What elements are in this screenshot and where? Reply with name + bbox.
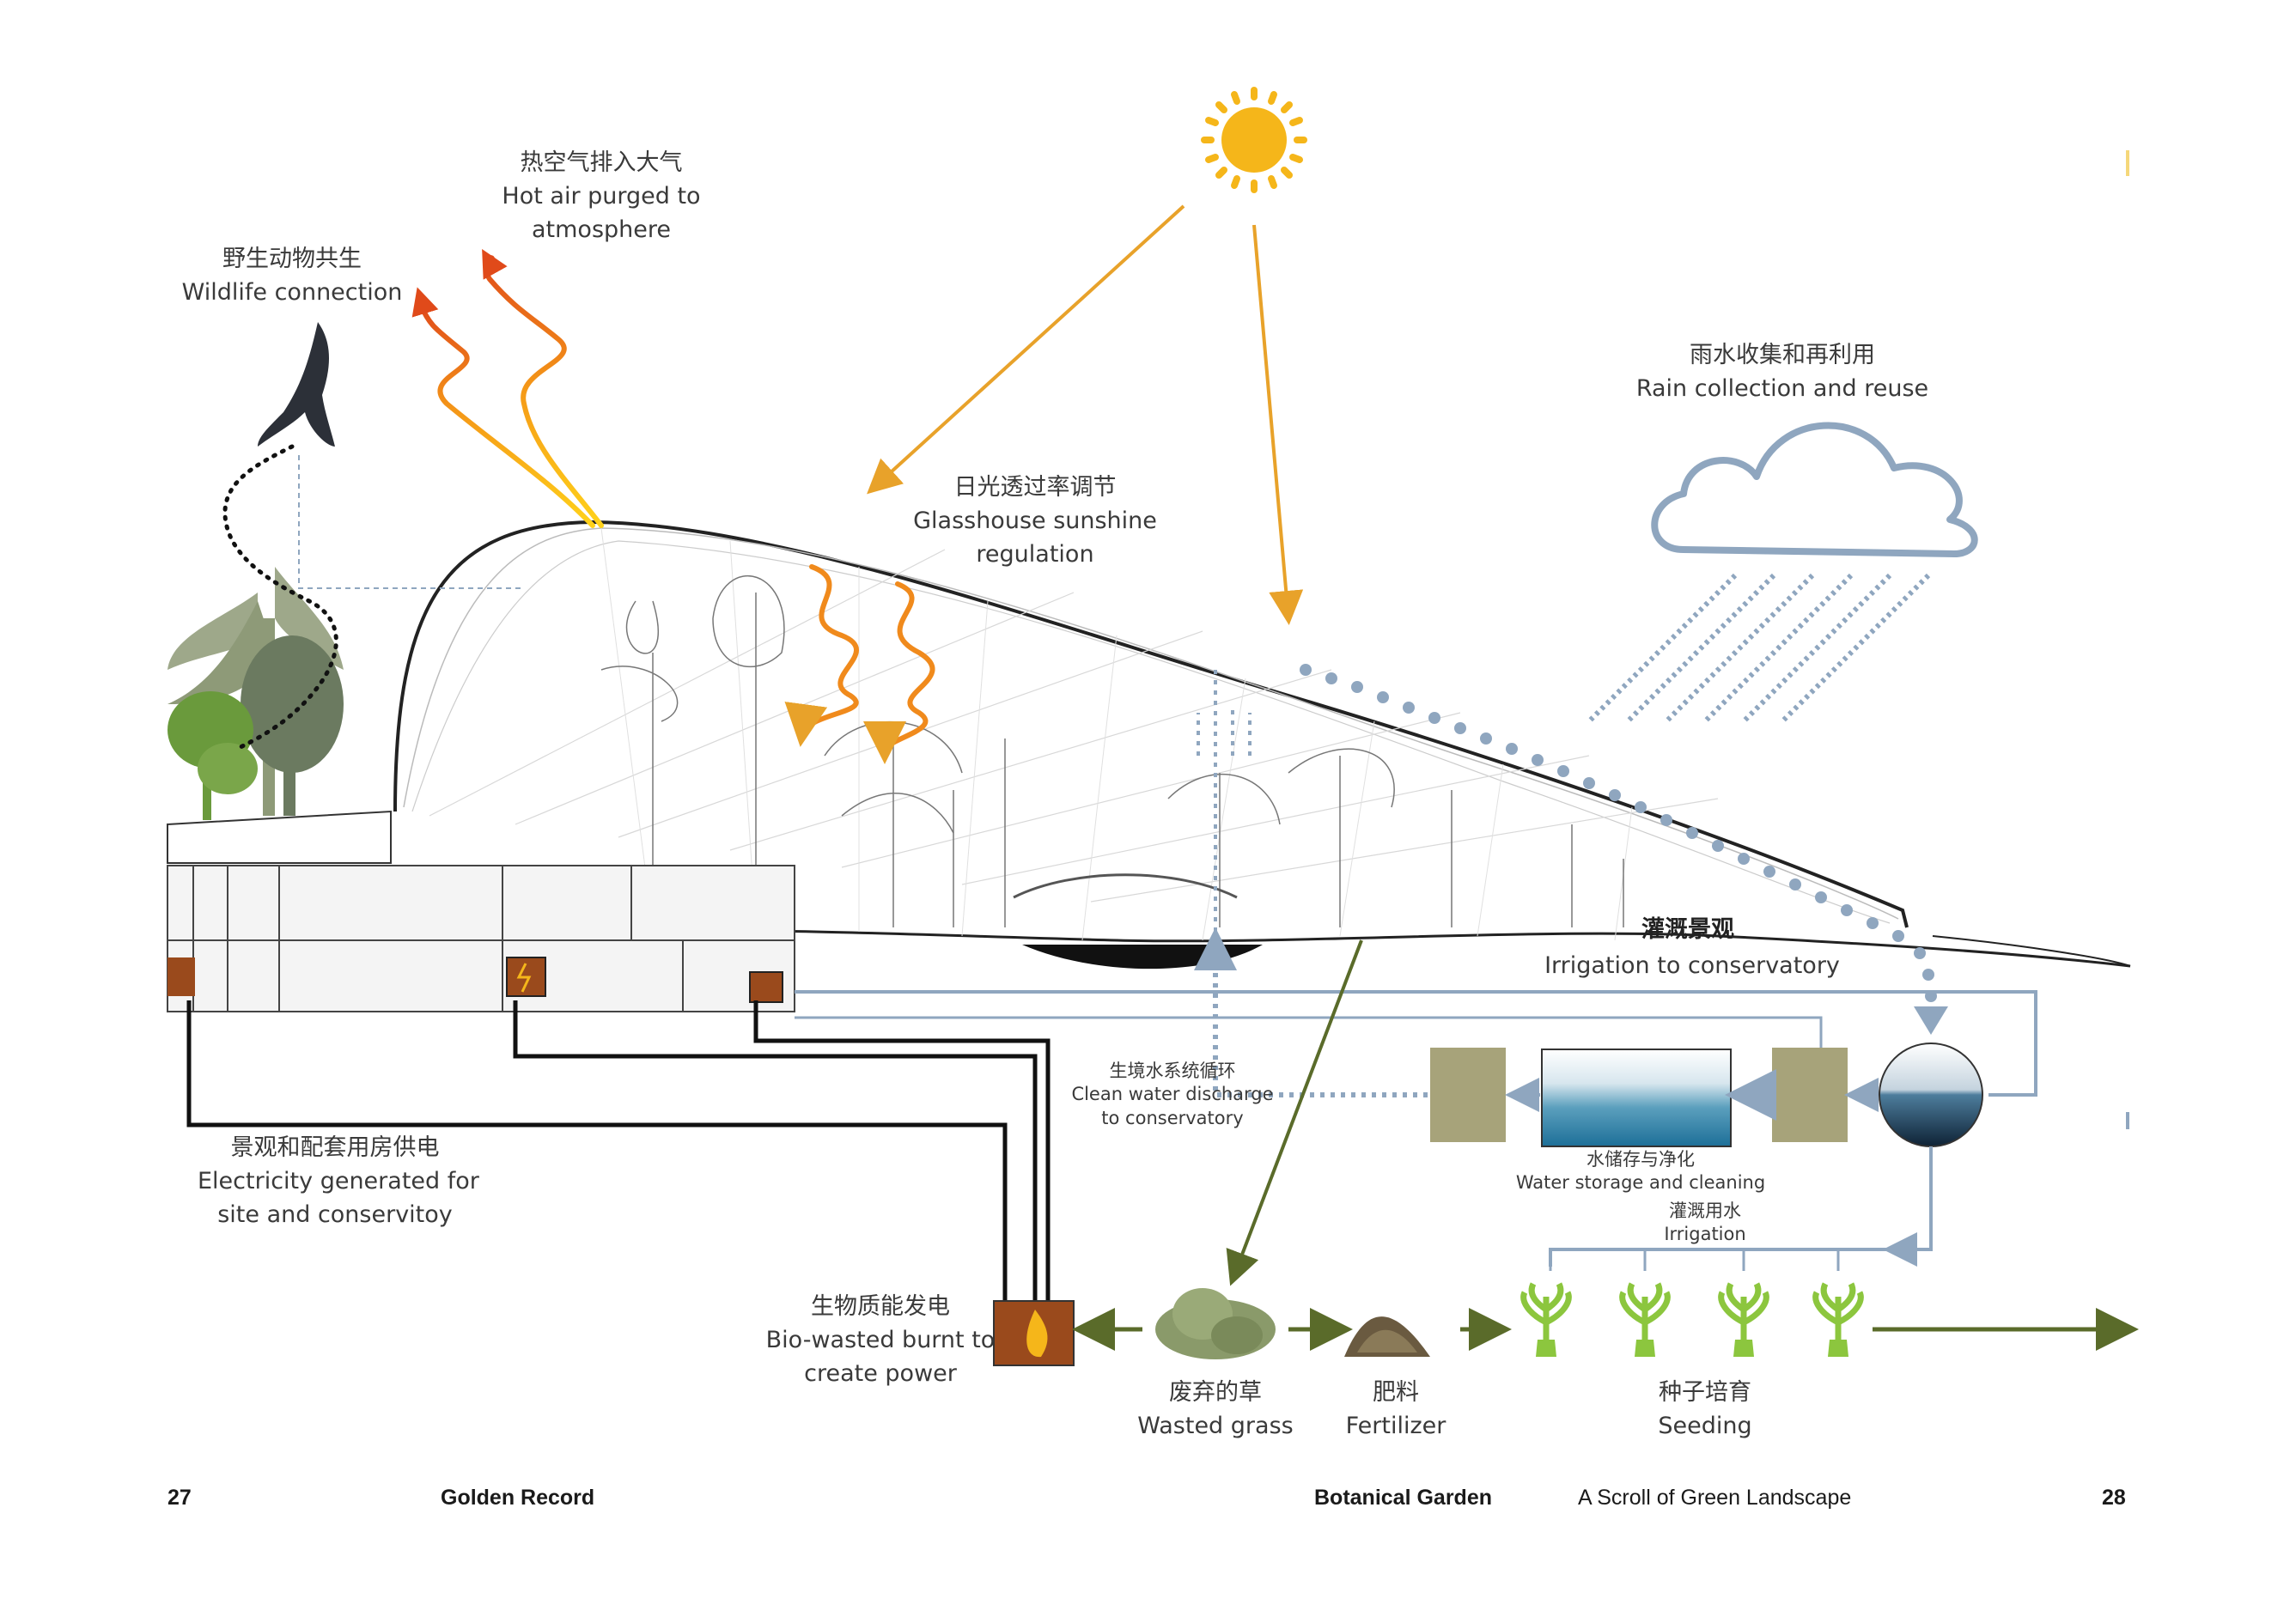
fertilizer-zh: 肥料 <box>1373 1379 1419 1406</box>
outside-trees <box>167 567 344 820</box>
right-page-title: Botanical Garden <box>1314 1486 1492 1510</box>
irrigation-label: 灌溉用水 Irrigation <box>1619 1200 1791 1247</box>
wildlife-link <box>298 455 524 589</box>
wildlife-en: Wildlife connection <box>181 279 403 307</box>
bird-icon <box>258 322 335 447</box>
fertilizer-en: Fertilizer <box>1345 1413 1446 1440</box>
rain-zh: 雨水收集和再利用 <box>1690 342 1875 368</box>
fertilizer-label: 肥料 Fertilizer <box>1323 1376 1469 1443</box>
sunshine-label: 日光透过率调节 Glasshouse sunshine regulation <box>906 471 1164 571</box>
irrigation-en: Irrigation <box>1664 1224 1746 1245</box>
water-storage-zh: 水储存与净化 <box>1586 1149 1695 1170</box>
electricity-en2: site and conservitoy <box>217 1201 453 1229</box>
grass-icon <box>1155 1288 1276 1359</box>
service-building <box>167 865 795 1012</box>
bio-en1: Bio-wasted burnt to <box>765 1327 996 1354</box>
filter-box <box>1430 1048 1506 1142</box>
electricity-zh: 景观和配套用房供电 <box>230 1134 440 1161</box>
electricity-en1: Electricity generated for <box>198 1168 479 1195</box>
rain-collection-dots <box>1300 664 1937 1002</box>
bio-zh: 生物质能发电 <box>811 1293 950 1320</box>
water-tank <box>1541 1049 1732 1147</box>
bio-furnace-icon <box>993 1300 1075 1366</box>
irrigation-conservatory-label: Irrigation to conservatory <box>1544 952 1840 979</box>
clean-water-en2: to conservatory <box>1101 1107 1244 1128</box>
grass-zh: 废弃的草 <box>1169 1379 1262 1406</box>
hot-air-en1: Hot air purged to <box>502 183 701 210</box>
fertilizer-icon <box>1344 1316 1430 1357</box>
seeding-en: Seeding <box>1658 1413 1752 1440</box>
seedling-icons <box>1520 1282 1864 1357</box>
sunshine-en2: regulation <box>976 541 1094 568</box>
rain-cloud-icon <box>1586 422 1978 724</box>
grass-arrow <box>1226 939 1363 1286</box>
hot-air-zh: 热空气排入大气 <box>520 149 683 176</box>
furnace-icon <box>167 957 195 996</box>
bio-en2: create power <box>804 1360 957 1388</box>
hot-air-en2: atmosphere <box>532 216 671 244</box>
furnace-icon <box>749 971 783 1003</box>
irrigation-zh-mark: 灌溉景观 <box>1641 916 1734 943</box>
sun-icon <box>1201 87 1307 193</box>
water-system <box>795 670 2037 1271</box>
rain-label: 雨水收集和再利用 Rain collection and reuse <box>1628 338 1937 405</box>
bird-flight-path <box>222 444 338 750</box>
grass-label: 废弃的草 Wasted grass <box>1130 1376 1301 1443</box>
filter-box <box>1772 1048 1848 1142</box>
water-storage-en: Water storage and cleaning <box>1515 1172 1766 1194</box>
irrigation-zh: 灌溉用水 <box>1669 1201 1741 1221</box>
bio-label: 生物质能发电 Bio-wasted burnt to create power <box>756 1290 1005 1390</box>
grass-en: Wasted grass <box>1137 1413 1294 1440</box>
sunshine-zh: 日光透过率调节 <box>953 474 1117 501</box>
clean-water-label: 生境水系统循环 Clean water discharge to conserv… <box>1052 1060 1293 1130</box>
sunshine-waves <box>801 564 935 754</box>
left-page-number: 27 <box>167 1486 192 1510</box>
right-page-number: 28 <box>2102 1486 2126 1510</box>
power-lines <box>186 1000 1051 1305</box>
sunshine-en1: Glasshouse sunshine <box>913 508 1157 535</box>
wildlife-label: 野生动物共生 Wildlife connection <box>172 242 412 309</box>
hot-air-waves <box>418 255 604 528</box>
water-storage-label: 水储存与净化 Water storage and cleaning <box>1507 1148 1774 1195</box>
left-page-title: Golden Record <box>441 1486 595 1510</box>
seeding-label: 种子培育 Seeding <box>1619 1376 1791 1443</box>
seeding-zh: 种子培育 <box>1659 1379 1751 1406</box>
right-page-subtitle: A Scroll of Green Landscape <box>1578 1486 1852 1510</box>
electricity-label: 景观和配套用房供电 Electricity generated for site… <box>198 1131 479 1231</box>
wildlife-zh: 野生动物共生 <box>222 246 362 272</box>
clean-water-zh: 生境水系统循环 <box>1109 1061 1236 1081</box>
rain-en: Rain collection and reuse <box>1635 375 1929 403</box>
clean-water-en1: Clean water discharge <box>1071 1084 1274 1105</box>
water-sphere <box>1879 1042 1983 1147</box>
hot-air-label: 热空气排入大气 Hot air purged to atmosphere <box>481 146 722 246</box>
